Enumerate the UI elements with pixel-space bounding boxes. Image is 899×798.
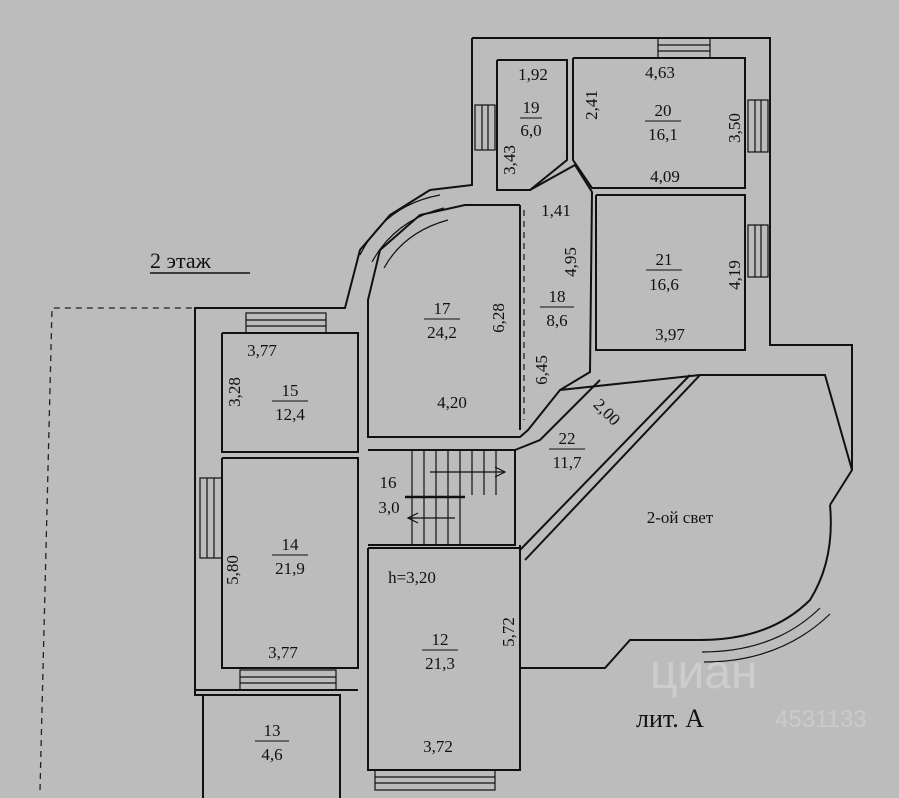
svg-text:15: 15 [282,381,299,400]
svg-text:3,72: 3,72 [423,737,453,756]
svg-text:22: 22 [559,429,576,448]
room-15: 3,77 3,28 15 12,4 [225,341,308,424]
svg-text:5,72: 5,72 [499,617,518,647]
svg-text:3,50: 3,50 [725,113,744,143]
svg-text:5,80: 5,80 [223,555,242,585]
svg-text:19: 19 [523,98,540,117]
svg-text:12,4: 12,4 [275,405,305,424]
svg-text:21,9: 21,9 [275,559,305,578]
watermark-number: 4531133 [775,706,867,733]
svg-text:6,0: 6,0 [520,121,541,140]
room-20: 4,63 20 16,1 3,50 4,09 [645,63,744,186]
svg-text:4,09: 4,09 [650,167,680,186]
svg-text:21,3: 21,3 [425,654,455,673]
svg-text:4,6: 4,6 [261,745,282,764]
room-14: 14 21,9 5,80 3,77 [223,535,308,662]
svg-text:3,77: 3,77 [268,643,298,662]
windows [199,37,831,791]
svg-text:13: 13 [264,721,281,740]
svg-text:3,77: 3,77 [247,341,277,360]
room-21: 21 16,6 4,19 3,97 4,95 [561,247,744,344]
watermark-logo: циан [650,646,758,699]
svg-text:1,41: 1,41 [541,201,571,220]
room-16: 16 3,0 [378,473,399,517]
svg-text:4,63: 4,63 [645,63,675,82]
room-22: 22 11,7 2,00 [549,395,624,472]
svg-text:8,6: 8,6 [546,311,567,330]
svg-text:h=3,20: h=3,20 [388,568,436,587]
svg-text:2,00: 2,00 [590,395,624,429]
svg-text:11,7: 11,7 [552,453,582,472]
svg-text:3,0: 3,0 [378,498,399,517]
svg-text:24,2: 24,2 [427,323,457,342]
svg-text:20: 20 [655,101,672,120]
room-19: 1,92 19 6,0 3,43 2,41 [500,65,601,175]
staircase [405,450,507,545]
svg-text:3,97: 3,97 [655,325,685,344]
svg-text:14: 14 [282,535,300,554]
svg-text:12: 12 [432,630,449,649]
svg-text:17: 17 [434,299,452,318]
svg-text:3,28: 3,28 [225,377,244,407]
svg-text:16,6: 16,6 [649,275,679,294]
terrace-outline [39,307,195,791]
svg-text:2,41: 2,41 [582,90,601,120]
floor-title: 2 этаж [150,248,212,273]
svg-text:16,1: 16,1 [648,125,678,144]
second-light-label: 2-ой свет [647,508,714,527]
svg-text:6,28: 6,28 [489,303,508,333]
svg-text:21: 21 [656,250,673,269]
svg-text:4,20: 4,20 [437,393,467,412]
svg-text:1,92: 1,92 [518,65,548,84]
watermark: циан 4531133 [650,646,867,733]
svg-text:4,95: 4,95 [561,247,580,277]
svg-text:6,45: 6,45 [532,355,551,385]
room-17: 17 24,2 6,28 4,20 [424,299,508,412]
svg-text:4,19: 4,19 [725,260,744,290]
room-12: h=3,20 12 21,3 5,72 3,72 [388,568,518,756]
room-13: 13 4,6 [255,721,289,764]
svg-text:3,43: 3,43 [500,145,519,175]
svg-text:18: 18 [549,287,566,306]
letter-label: лит. А [636,704,704,733]
svg-text:16: 16 [380,473,397,492]
room-18: 1,41 18 8,6 6,45 [532,201,574,385]
